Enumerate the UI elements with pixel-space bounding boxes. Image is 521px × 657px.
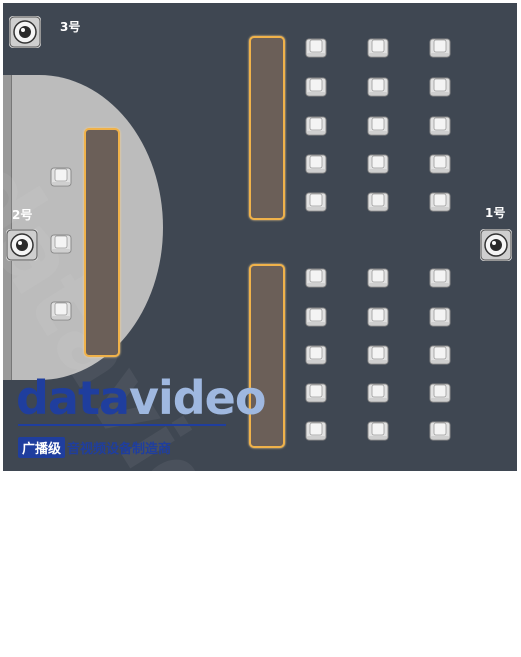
chair-icon bbox=[367, 382, 389, 404]
stage-edge bbox=[3, 75, 12, 380]
chair-icon bbox=[429, 306, 451, 328]
chair-icon bbox=[429, 37, 451, 59]
camera-2 bbox=[6, 229, 38, 261]
logo-part-data: data bbox=[16, 371, 130, 425]
logo-underline bbox=[18, 424, 226, 426]
logo-tagline: 广播级 音视频设备制造商 bbox=[18, 436, 172, 458]
stage-table bbox=[84, 128, 120, 357]
brand-logo: datavideo bbox=[16, 371, 266, 425]
chair-icon bbox=[429, 382, 451, 404]
logo-part-video: video bbox=[129, 371, 266, 425]
chair-icon bbox=[429, 267, 451, 289]
chair-icon bbox=[305, 306, 327, 328]
chair-icon bbox=[305, 191, 327, 213]
camera-2-label: 2号 bbox=[12, 208, 33, 222]
seating-diagram: datavideo 3号 2号 1号 datavi bbox=[3, 3, 517, 471]
tagline-badge: 广播级 bbox=[18, 436, 66, 458]
chair-icon bbox=[367, 191, 389, 213]
chair-icon bbox=[50, 233, 72, 255]
chair-icon bbox=[367, 344, 389, 366]
chair-icon bbox=[305, 344, 327, 366]
camera-1 bbox=[480, 229, 512, 261]
chair-icon bbox=[305, 267, 327, 289]
chair-icon bbox=[305, 76, 327, 98]
chair-icon bbox=[367, 115, 389, 137]
chair-icon bbox=[367, 267, 389, 289]
audience-table-top bbox=[249, 36, 285, 220]
camera-icon bbox=[480, 229, 512, 261]
chair-icon bbox=[429, 191, 451, 213]
chair-icon bbox=[429, 344, 451, 366]
chair-icon bbox=[367, 37, 389, 59]
chair-icon bbox=[305, 37, 327, 59]
camera-icon bbox=[9, 16, 41, 48]
chair-icon bbox=[50, 166, 72, 188]
chair-icon bbox=[305, 420, 327, 442]
chair-icon bbox=[305, 382, 327, 404]
chair-icon bbox=[367, 76, 389, 98]
camera-icon bbox=[6, 229, 38, 261]
camera-3-label: 3号 bbox=[60, 20, 81, 34]
chair-icon bbox=[305, 153, 327, 175]
chair-icon bbox=[429, 153, 451, 175]
camera-3 bbox=[9, 16, 41, 48]
chair-icon bbox=[367, 153, 389, 175]
chair-icon bbox=[367, 306, 389, 328]
camera-1-label: 1号 bbox=[485, 206, 506, 220]
chair-icon bbox=[429, 76, 451, 98]
chair-icon bbox=[50, 300, 72, 322]
chair-icon bbox=[429, 115, 451, 137]
audience-table-bottom bbox=[249, 264, 285, 448]
chair-icon bbox=[367, 420, 389, 442]
chair-icon bbox=[429, 420, 451, 442]
chair-icon bbox=[305, 115, 327, 137]
tagline-text: 音视频设备制造商 bbox=[67, 441, 172, 457]
